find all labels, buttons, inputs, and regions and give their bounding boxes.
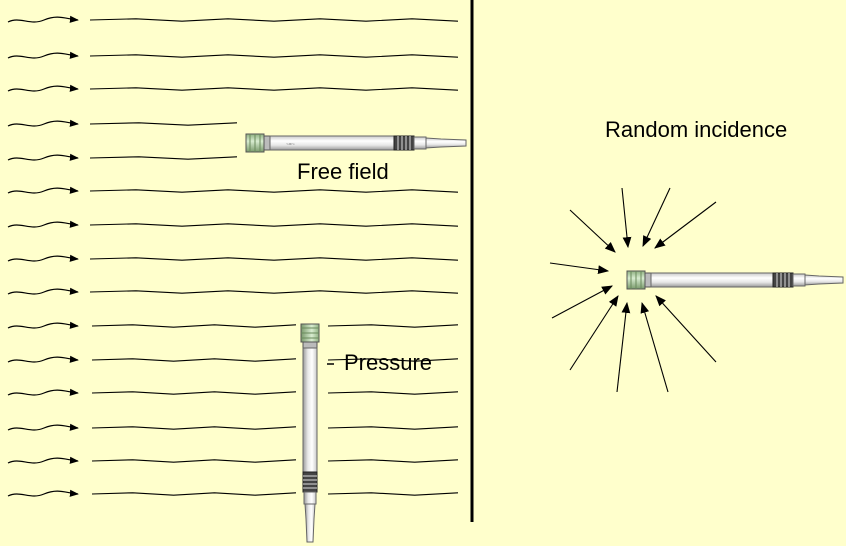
wave-arrow [7, 84, 79, 92]
wave-arrow [7, 119, 79, 127]
wavefront-line [327, 459, 459, 463]
wavefront-line [91, 426, 297, 430]
wavefront-line [327, 426, 459, 430]
wavefront-line [91, 492, 297, 496]
microphone-icon: ~=~ [245, 133, 467, 153]
wavefront-line [89, 290, 459, 294]
incident-arrow [616, 301, 631, 393]
incident-arrow [640, 301, 669, 393]
wave-arrow [7, 388, 79, 396]
microphone-icon [300, 323, 320, 543]
wavefront-line [89, 18, 459, 22]
free-field-label: Free field [297, 159, 389, 184]
random-incidence-label: Random incidence [605, 117, 788, 142]
wave-arrow [7, 153, 79, 161]
wave-arrow [7, 423, 79, 431]
incident-arrow [569, 295, 619, 371]
wavefront-line [89, 156, 238, 160]
wavefront-line [327, 391, 459, 395]
wave-arrow [7, 51, 79, 59]
wave-arrow [7, 321, 79, 329]
incident-arrow [621, 187, 632, 249]
wavefront-line [89, 122, 238, 126]
incident-arrow [549, 262, 610, 275]
wave-arrow [7, 456, 79, 464]
wavefront-line [89, 223, 459, 227]
random-incidence-arrows [549, 187, 717, 393]
wave-arrow [7, 489, 79, 497]
incident-arrow [569, 209, 616, 253]
wave-arrow [7, 186, 79, 194]
wavefront-line [91, 391, 297, 395]
pressure-label: Pressure [344, 350, 433, 375]
wave-arrow [7, 220, 79, 228]
wavefront-line [89, 87, 459, 91]
wave-arrow [7, 254, 79, 262]
wavefront-line [89, 257, 459, 261]
wavefront-line [91, 459, 297, 463]
incident-arrow [642, 187, 671, 247]
wavefront-line [91, 324, 297, 328]
wavefront-line [327, 492, 459, 496]
microphone-icon [626, 270, 844, 290]
wave-arrow [7, 15, 79, 23]
wave-arrow [7, 287, 79, 295]
svg-text:~=~: ~=~ [286, 142, 295, 148]
wavefront-line [91, 358, 297, 362]
incident-arrow [654, 201, 717, 249]
wavefront-line [89, 54, 459, 58]
wave-arrow [7, 355, 79, 363]
wavefront-line [327, 358, 459, 362]
wavefront-line [89, 189, 459, 193]
plane-wave-field [7, 15, 459, 497]
incident-arrow [655, 295, 717, 363]
wavefront-line [327, 324, 459, 328]
incident-arrow [551, 285, 613, 319]
